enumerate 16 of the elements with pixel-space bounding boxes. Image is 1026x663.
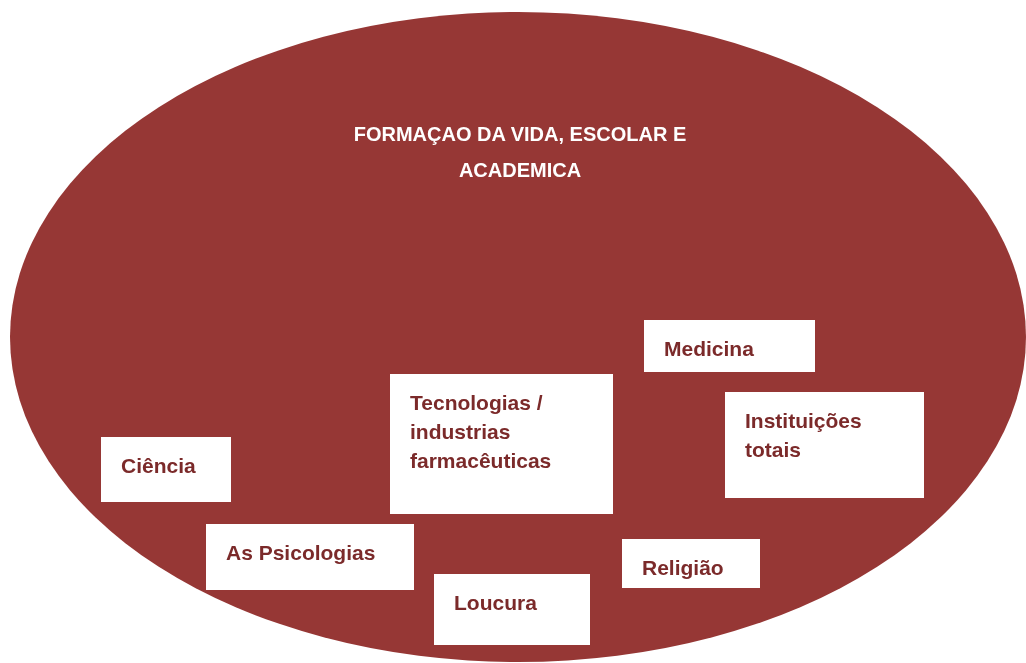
label-box — [101, 437, 231, 502]
box-label: Loucura — [454, 590, 538, 616]
label-box — [644, 320, 815, 372]
label-box — [622, 539, 760, 588]
label-box — [725, 392, 924, 498]
box-label: Ciência — [121, 453, 197, 479]
box-label: As Psicologias — [226, 540, 377, 566]
label-box — [206, 524, 414, 590]
region-title: FORMAÇAO DA VIDA, ESCOLAR E ACADEMICA — [352, 122, 688, 183]
label-box — [434, 574, 590, 645]
box-label: Tecnologias / industrias farmacêuticas — [410, 390, 553, 474]
box-label: Medicina — [664, 336, 755, 362]
box-label: Instituições totais — [745, 408, 863, 463]
box-label: Religião — [642, 555, 725, 581]
ellipse-region — [10, 12, 1026, 662]
label-box — [390, 374, 613, 514]
